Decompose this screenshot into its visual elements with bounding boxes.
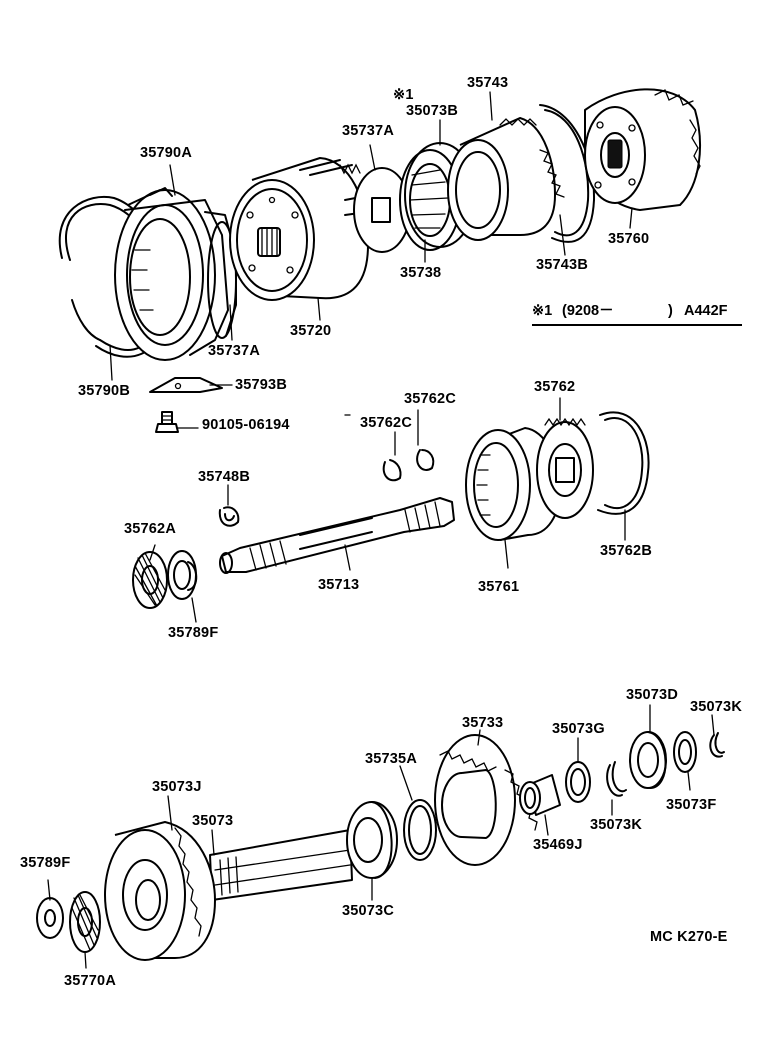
label-35743B: 35743B [536, 257, 588, 273]
label-35748B: 35748B [198, 469, 250, 485]
label-35073F: 35073F [666, 797, 717, 813]
part-35733-gear [434, 734, 538, 866]
part-35789F-bottom-washer [36, 897, 64, 939]
label-35713: 35713 [318, 577, 360, 593]
note-model: A442F [684, 303, 728, 319]
label-35073C: 35073C [342, 903, 394, 919]
label-35789F-bottom: 35789F [20, 855, 71, 871]
part-35713-shaft [219, 497, 455, 574]
note-mark: ※1 [532, 303, 553, 319]
part-35760-gear-housing [584, 88, 701, 211]
label-35073G: 35073G [552, 721, 605, 737]
part-35790A-drum [114, 187, 229, 361]
note-range: (9208－ [562, 303, 614, 319]
part-35737A-top-disc [353, 167, 411, 253]
part-35469J-bushing [519, 774, 561, 816]
label-35737A-top: 35737A [342, 123, 394, 139]
label-35735A: 35735A [365, 751, 417, 767]
diagram-code: MC K270-E [650, 929, 728, 945]
part-35073K-left-clip [606, 761, 627, 797]
part-90105-06194-bolt [155, 411, 179, 433]
part-35762C-clips [382, 449, 435, 482]
part-35793B-bracket [149, 377, 223, 393]
part-35720-clutch-drum [229, 157, 369, 301]
label-35762B: 35762B [600, 543, 652, 559]
label-35762C-left: 35762C [360, 415, 412, 431]
applicability-note: ※1 (9208－ ) A442F [532, 302, 742, 326]
label-35073K-right: 35073K [690, 699, 742, 715]
label-35073J: 35073J [152, 779, 202, 795]
label-35073: 35073 [192, 813, 234, 829]
part-35073-output-shaft [209, 829, 353, 901]
part-35073C-bearing [346, 801, 398, 879]
part-35770A-bearing [69, 891, 101, 953]
label-35738: 35738 [400, 265, 442, 281]
label-35789F-top: 35789F [168, 625, 219, 641]
label-35733: 35733 [462, 715, 504, 731]
part-35073D-bearing [629, 731, 667, 789]
label-35790B: 35790B [78, 383, 130, 399]
part-35762-gear-hub [536, 417, 594, 519]
leader-lines-top [109, 91, 633, 429]
label-35720: 35720 [290, 323, 332, 339]
part-35073F-washer [673, 731, 697, 773]
part-35735A-ring [403, 799, 437, 861]
note-range-end: ) [668, 303, 673, 319]
part-35073J-flange [104, 821, 216, 961]
part-35789F-top-washer [167, 550, 198, 600]
part-35762B-snap-ring [597, 411, 650, 515]
label-35469J: 35469J [533, 837, 583, 853]
label-35793B: 35793B [235, 377, 287, 393]
label-35073K-left: 35073K [590, 817, 642, 833]
part-35073G-washer [565, 761, 591, 803]
label-35762C-right: 35762C [404, 391, 456, 407]
leader-lines-bottom [47, 704, 715, 969]
part-35762A-bearing [132, 551, 168, 609]
label-35790A: 35790A [140, 145, 192, 161]
part-35073K-right-clip [709, 732, 725, 758]
label-35073D: 35073D [626, 687, 678, 703]
label-35770A: 35770A [64, 973, 116, 989]
label-35737A-bottom: 35737A [208, 343, 260, 359]
label-35761: 35761 [478, 579, 520, 595]
label-35743: 35743 [467, 75, 509, 91]
part-35743B-snap-ring [539, 104, 596, 243]
label-35760: 35760 [608, 231, 650, 247]
label-35762: 35762 [534, 379, 576, 395]
label-35073B-mark: ※1 [393, 87, 414, 103]
label-35762A: 35762A [124, 521, 176, 537]
label-90105-06194: 90105-06194 [202, 417, 290, 433]
label-35073B: 35073B [406, 103, 458, 119]
leader-lines-middle [149, 397, 626, 623]
part-35743-gear-drum [447, 117, 565, 241]
part-35748B-ring [218, 506, 240, 527]
